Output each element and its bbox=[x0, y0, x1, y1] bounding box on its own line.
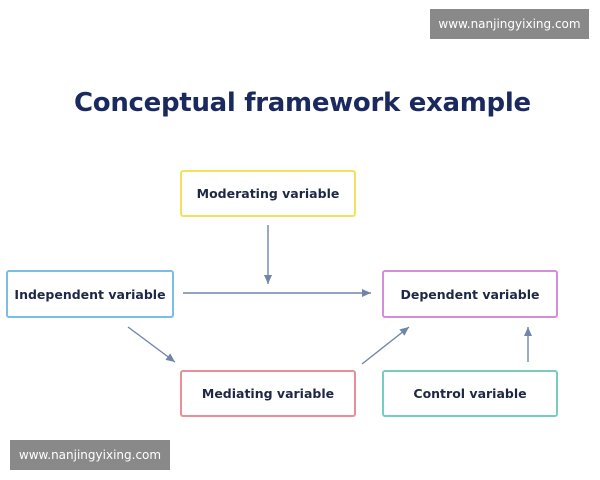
arrow-independent-to-mediating bbox=[127, 326, 176, 363]
moderating-variable-node: Moderating variable bbox=[180, 170, 356, 217]
watermark-bottom: www.nanjingyixing.com bbox=[10, 440, 170, 470]
dependent-variable-node: Dependent variable bbox=[382, 270, 558, 318]
page-title: Conceptual framework example bbox=[74, 88, 531, 118]
control-variable-label: Control variable bbox=[413, 386, 527, 401]
arrow-mediating-to-dependent bbox=[361, 326, 410, 365]
dependent-variable-label: Dependent variable bbox=[400, 286, 540, 302]
independent-variable-node: Independent variable bbox=[6, 270, 174, 318]
control-variable-node: Control variable bbox=[382, 370, 558, 417]
moderating-variable-label: Moderating variable bbox=[196, 186, 340, 201]
watermark-top: www.nanjingyixing.com bbox=[430, 9, 589, 39]
mediating-variable-node: Mediating variable bbox=[180, 370, 356, 417]
mediating-variable-label: Mediating variable bbox=[201, 386, 335, 401]
independent-variable-label: Independent variable bbox=[14, 286, 166, 302]
